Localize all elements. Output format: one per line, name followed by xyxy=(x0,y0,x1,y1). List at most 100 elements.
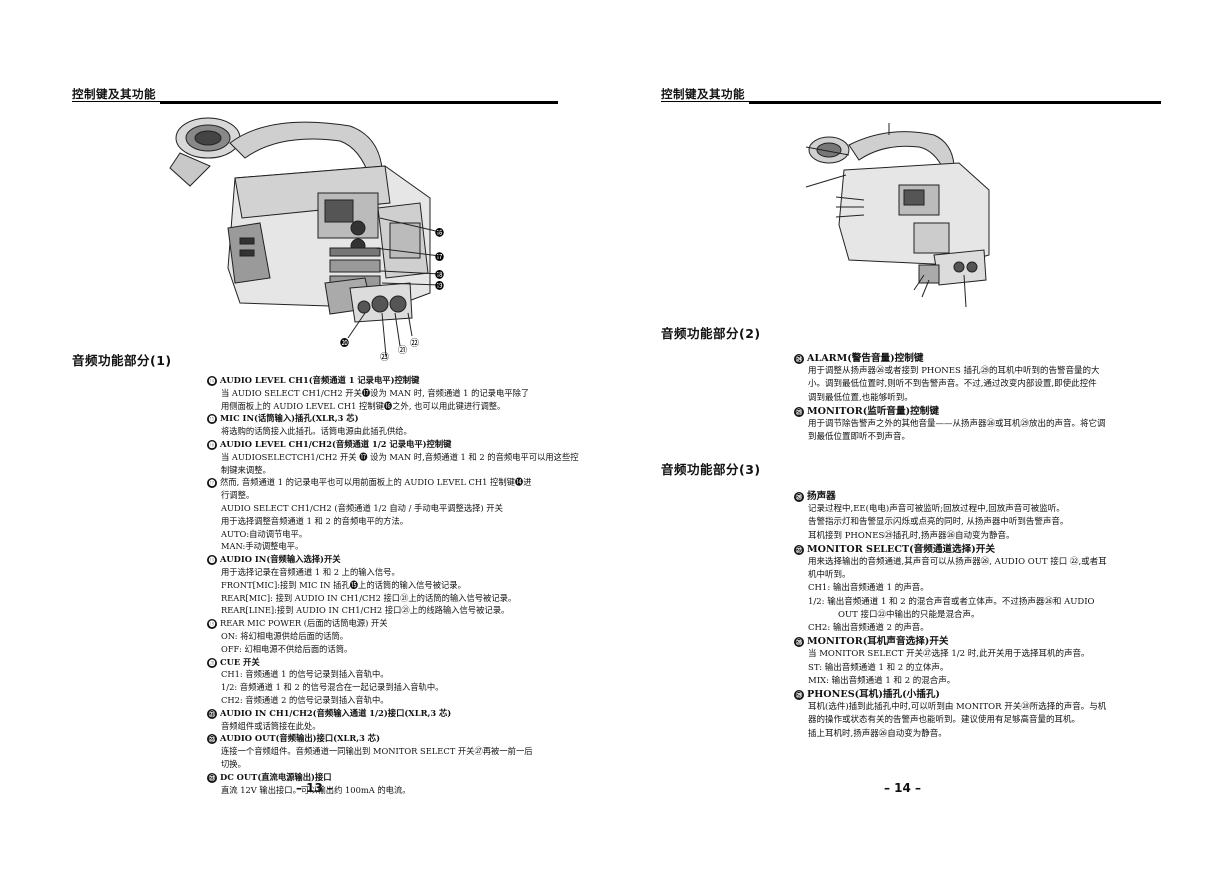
item-14-title: AUDIO LEVEL CH1(音频通道 1 记录电平)控制键 xyxy=(220,375,420,385)
item-19-line: OFF: 幻相电源不供给后面的话筒。 xyxy=(221,643,353,654)
item-25-line: 用于调节除告警声之外的其他音量——从扬声器㉖或耳机㉙放出的声音。将它调 xyxy=(808,419,1106,430)
item-28-line: 当 MONITOR SELECT 开关㉗选择 1/2 时,此开关用于选择耳机的声… xyxy=(808,649,1090,660)
num-badge: ⓯ xyxy=(207,414,217,425)
item-20-line: 1/2: 音频通道 1 和 2 的信号混合在一起记录到插入音轨中。 xyxy=(221,682,444,693)
item-16-line: 制键来调整。 xyxy=(221,464,271,475)
right-section3-title: 音频功能部分(3) xyxy=(661,462,761,477)
right-page-number: – 14 – xyxy=(884,781,922,795)
right-section2-title: 音频功能部分(2) xyxy=(661,326,761,341)
right-header-rule-thick xyxy=(749,102,1161,104)
item-28-line: MIX: 输出音频通道 1 和 2 的混合声。 xyxy=(808,675,956,686)
num-badge: ⓴ xyxy=(207,657,217,668)
item-27-line: CH2: 输出音频通道 2 的声音。 xyxy=(808,623,929,634)
left-header-rule-thin xyxy=(72,101,558,102)
callout-19: ⓳ xyxy=(435,281,444,292)
item-22-line: 切换。 xyxy=(221,758,246,769)
left-page: 控制键及其功能 xyxy=(72,87,587,797)
item-29-line: 插上耳机时,扬声器㉖自动变为静音。 xyxy=(808,728,947,739)
num-badge: ⓱ xyxy=(207,478,217,489)
item-23-title: DC OUT(直流电源输出)接口 xyxy=(220,771,332,782)
item-15-title: MIC IN(话筒输入)插孔(XLR,3 芯) xyxy=(220,413,359,424)
num-badge: ⓰ xyxy=(207,439,217,450)
item-28-line: ST: 输出音频通道 1 和 2 的立体声。 xyxy=(808,662,949,673)
item-28-title: MONITOR(耳机声音选择)开关 xyxy=(807,636,949,648)
item-17-line: 然而, 音频通道 1 的记录电平也可以用前面板上的 AUDIO LEVEL CH… xyxy=(220,477,532,488)
callout-22: ㉒ xyxy=(410,338,419,349)
callout-21: ㉑ xyxy=(398,345,407,356)
right-header-rule-thin xyxy=(661,101,1161,102)
item-16-title: AUDIO LEVEL CH1/CH2(音频通道 1/2 记录电平)控制键 xyxy=(220,438,452,449)
item-14-line: 用侧面板上的 AUDIO LEVEL CH1 控制键⓰之外, 也可以用此键进行调… xyxy=(221,400,506,411)
item-26-title: 扬声器 xyxy=(807,491,836,502)
right-page: 控制键及其功能 音频功能部分(2) xyxy=(614,0,1228,869)
item-15-line: 将选购的话筒接入此插孔。话筒电源由此插孔供给。 xyxy=(221,426,412,437)
right-header-title: 控制键及其功能 xyxy=(661,87,745,101)
callout-17: ⓱ xyxy=(435,252,444,263)
num-badge: ㉕ xyxy=(794,406,804,417)
item-19-line: ON: 将幻相电源供给后面的话筒。 xyxy=(221,630,349,641)
num-badge: ㉘ xyxy=(794,637,804,648)
item-17-line: 用于选择调整音频通道 1 和 2 的音频电平的方法。 xyxy=(221,515,409,526)
item-27-line: OUT 接口㉒中输出的只能是混合声。 xyxy=(838,609,980,620)
item-23-line: 直流 12V 输出接口。可以输出约 100mA 的电流。 xyxy=(221,784,411,795)
item-17-line: 行调整。 xyxy=(221,490,255,501)
left-section-title: 音频功能部分(1) xyxy=(72,353,172,368)
num-badge: ㉑ xyxy=(207,708,217,719)
item-25-title: MONITOR(监听音量)控制键 xyxy=(807,405,939,417)
item-27-line: CH1: 输出音频通道 1 的声音。 xyxy=(808,583,929,594)
left-page-number: – 13 – xyxy=(296,781,334,795)
num-badge: ㉗ xyxy=(794,544,804,555)
item-24-line: 用于调整从扬声器㉖或者接到 PHONES 插孔㉙的耳机中听到的告警音量的大 xyxy=(808,366,1100,377)
callout-23: ㉓ xyxy=(380,352,389,363)
left-header-rule-thick xyxy=(160,102,558,104)
num-badge: ⓮ xyxy=(207,376,217,386)
item-17-line: MAN:手动调整电平。 xyxy=(221,541,304,552)
item-16-line: 当 AUDIOSELECTCH1/CH2 开关 ⓱ 设为 MAN 时,音频通道 … xyxy=(221,451,579,462)
item-26-line: 告警指示灯和告警显示闪烁或点亮的同时, 从扬声器中听到告警声音。 xyxy=(808,517,1069,528)
camera-illustration-left: ⓰ ⓱ ⓲ ⓳ ⓴ ㉑ ㉒ ㉓ xyxy=(169,117,444,363)
item-21-title: AUDIO IN CH1/CH2(音频输入通道 1/2)接口(XLR,3 芯) xyxy=(220,707,452,718)
item-18-line: 用于选择记录在音频通道 1 和 2 上的输入信号。 xyxy=(221,566,400,577)
item-27-line: 机中听到。 xyxy=(808,570,851,581)
item-20-line: CH2: 音频通道 2 的信号记录到插入音轨中。 xyxy=(221,694,389,705)
item-18-title: AUDIO IN(音频输入选择)开关 xyxy=(220,554,341,565)
callout-16: ⓰ xyxy=(435,228,444,239)
item-27-line: 用来选择输出的音频通道,其声音可以从扬声器㉖, AUDIO OUT 接口 ㉒,或… xyxy=(808,557,1107,568)
item-29-title: PHONES(耳机)插孔(小插孔) xyxy=(807,689,940,701)
item-27-title: MONITOR SELECT(音频通道选择)开关 xyxy=(807,543,995,555)
item-24-line: 调到最低位置,也能够听到。 xyxy=(808,392,913,403)
left-header-title: 控制键及其功能 xyxy=(72,87,156,101)
item-17-line: AUTO:自动调节电平。 xyxy=(221,528,308,539)
callout-20: ⓴ xyxy=(340,338,349,349)
item-18-line: REAR[MIC]: 接到 AUDIO IN CH1/CH2 接口㉑上的话筒的输… xyxy=(221,592,517,603)
item-22-title: AUDIO OUT(音频输出)接口(XLR,3 芯) xyxy=(220,733,380,744)
item-27-line: 1/2: 输出音频通道 1 和 2 的混合声音或者立体声。不过扬声器㉖和 AUD… xyxy=(808,596,1095,607)
item-20-title: CUE 开关 xyxy=(220,656,260,667)
item-29-line: 耳机(选件)插到此插孔中时,可以听到由 MONITOR 开关㉘所选择的声音。与机 xyxy=(808,702,1107,713)
num-badge: ㉔ xyxy=(794,354,804,364)
num-badge: ⓲ xyxy=(207,555,217,566)
num-badge: ㉒ xyxy=(207,734,217,745)
item-29-line: 器的操作或状态有关的告警声也能听到。建议使用有足够高音量的耳机。 xyxy=(808,715,1081,726)
item-24-title: ALARM(警告音量)控制键 xyxy=(807,353,924,364)
num-badge: ㉖ xyxy=(794,492,804,502)
item-18-line: REAR[LINE]:接到 AUDIO IN CH1/CH2 接口㉑上的线路输入… xyxy=(221,605,510,616)
